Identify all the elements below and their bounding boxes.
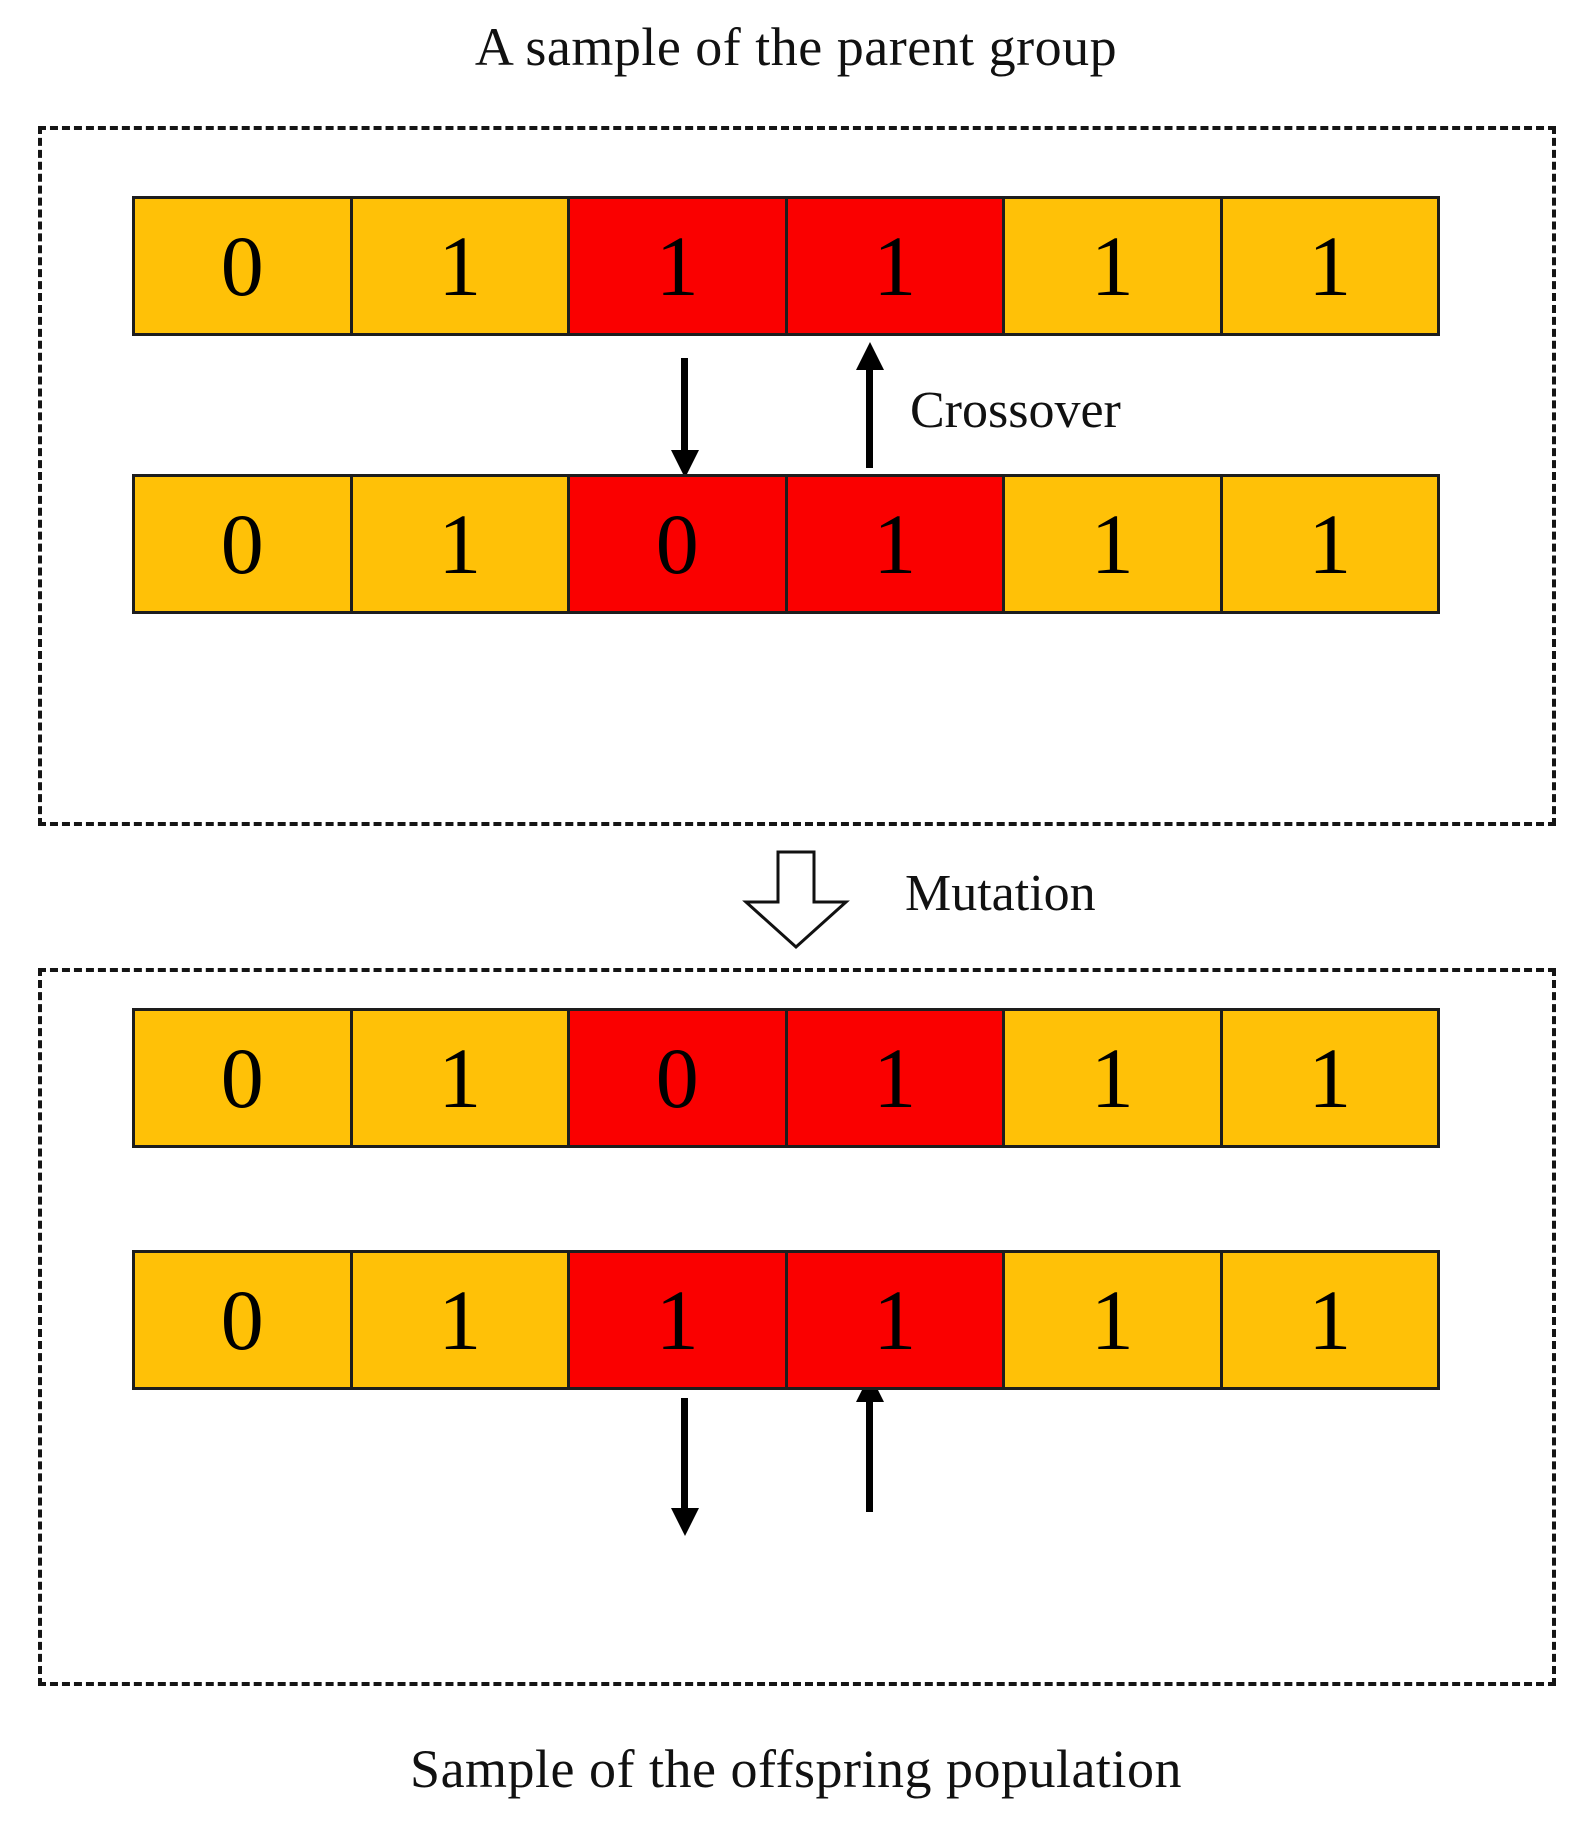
gene-cell: 1 <box>352 477 570 611</box>
gene-cell: 0 <box>135 1011 353 1145</box>
gene-cell-highlighted: 1 <box>787 1011 1005 1145</box>
gene-cell: 1 <box>1222 1011 1437 1145</box>
gene-cell-highlighted: 0 <box>570 477 788 611</box>
arrowhead-icon <box>670 1508 699 1536</box>
arrowhead-icon <box>855 342 884 370</box>
gene-cell-highlighted: 1 <box>570 1253 788 1387</box>
mutation-block-arrow-icon <box>742 850 850 950</box>
parent-group-box <box>38 126 1556 826</box>
gene-cell: 1 <box>352 1253 570 1387</box>
chromosome-offspring-1: 0 1 0 1 1 1 <box>132 1008 1440 1148</box>
gene-cell: 1 <box>1005 1253 1223 1387</box>
gene-cell-highlighted: 0 <box>570 1011 788 1145</box>
gene-cell: 1 <box>1222 477 1437 611</box>
gene-cell-highlighted: 1 <box>787 199 1005 333</box>
offspring-down-arrow-icon <box>670 1398 699 1536</box>
gene-cell: 0 <box>135 1253 353 1387</box>
gene-cell: 1 <box>1222 1253 1437 1387</box>
chromosome-offspring-2: 0 1 1 1 1 1 <box>132 1250 1440 1390</box>
parent-group-title: A sample of the parent group <box>474 17 1118 77</box>
crossover-up-arrow-icon <box>855 342 884 468</box>
crossover-label: Crossover <box>910 382 1121 439</box>
offspring-population-title: Sample of the offspring population <box>410 1739 1182 1799</box>
gene-cell: 1 <box>352 1011 570 1145</box>
gene-cell: 0 <box>135 199 353 333</box>
crossover-down-arrow-icon <box>670 358 699 478</box>
gene-cell: 1 <box>352 199 570 333</box>
gene-cell: 0 <box>135 477 353 611</box>
mutation-label: Mutation <box>905 865 1096 922</box>
offspring-group-box <box>38 968 1556 1686</box>
offspring-up-arrow-icon <box>855 1374 884 1512</box>
gene-cell: 1 <box>1222 199 1437 333</box>
gene-cell: 1 <box>1005 477 1223 611</box>
gene-cell-highlighted: 1 <box>787 1253 1005 1387</box>
gene-cell-highlighted: 1 <box>570 199 788 333</box>
gene-cell-highlighted: 1 <box>787 477 1005 611</box>
chromosome-parent-2: 0 1 0 1 1 1 <box>132 474 1440 614</box>
arrowhead-icon <box>670 450 699 478</box>
chromosome-parent-1: 0 1 1 1 1 1 <box>132 196 1440 336</box>
gene-cell: 1 <box>1005 199 1223 333</box>
gene-cell: 1 <box>1005 1011 1223 1145</box>
